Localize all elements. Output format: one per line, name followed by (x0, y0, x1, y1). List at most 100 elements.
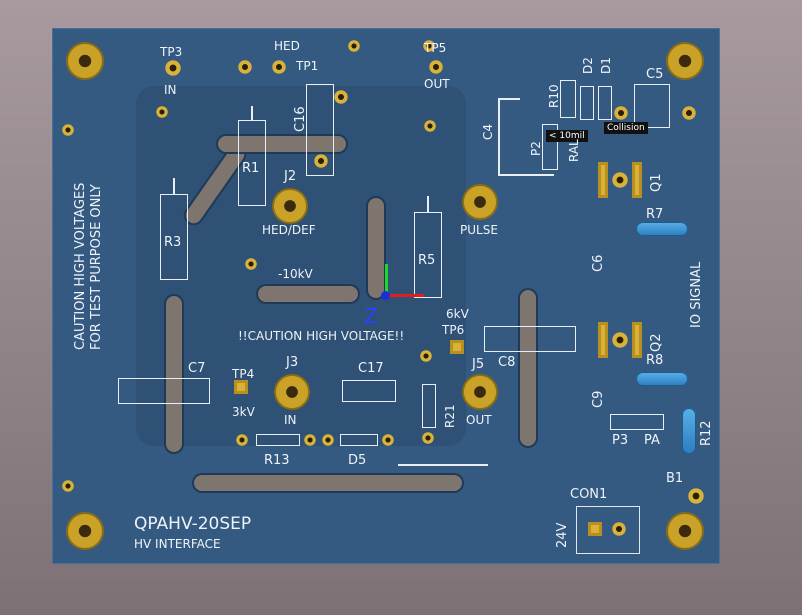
con1-outline[interactable] (576, 506, 640, 554)
pad-left-lower[interactable] (62, 480, 74, 492)
pad-tp5-lower[interactable] (424, 120, 436, 132)
pad-r1-bottom[interactable] (156, 106, 168, 118)
r1-outline[interactable] (238, 120, 266, 206)
r7-resistor[interactable] (636, 222, 688, 236)
pcb-board[interactable]: < 10mil Collision Z TP3 IN HED TP1 TP5 O… (52, 28, 720, 564)
q2-pad-left[interactable] (598, 322, 608, 358)
c8-outline[interactable] (484, 326, 576, 352)
pad-c16-bottom[interactable] (314, 154, 328, 168)
tp1-pad-b[interactable] (272, 60, 286, 74)
pa-label: PA (644, 433, 660, 448)
tp1-pad-a[interactable] (238, 60, 252, 74)
r8-label: R8 (646, 353, 664, 368)
b1-pad[interactable] (688, 488, 704, 504)
r13-outline[interactable] (256, 434, 300, 446)
slot-top-bar (218, 136, 346, 152)
silk-line-c4-a (498, 98, 520, 100)
drc-clearance-tag[interactable]: < 10mil (546, 130, 588, 142)
c16-label: C16 (293, 106, 308, 132)
q1-pad-right[interactable] (632, 162, 642, 198)
silk-line-r3 (173, 178, 175, 194)
warning-side-2: FOR TEST PURPOSE ONLY (89, 184, 104, 350)
pad-top-center[interactable] (348, 40, 360, 52)
tp5-pad[interactable] (429, 60, 443, 74)
j5-connector-pad[interactable] (462, 374, 498, 410)
tp6-top-label: 6kV (446, 307, 469, 321)
r1-label: R1 (242, 161, 260, 176)
c8-label: C8 (498, 355, 516, 370)
pad-left-upper[interactable] (62, 124, 74, 136)
axis-y-arrow (385, 264, 388, 296)
j3-connector-pad[interactable] (274, 374, 310, 410)
c5-label: C5 (646, 67, 664, 82)
c7-outline[interactable] (118, 378, 210, 404)
r3-outline[interactable] (160, 194, 188, 280)
pad-r21-bottom[interactable] (422, 432, 434, 444)
j4-connector-pad[interactable] (462, 184, 498, 220)
r21-outline[interactable] (422, 384, 436, 428)
d5-label: D5 (348, 453, 367, 468)
r12-label: R12 (699, 420, 714, 446)
d2-outline[interactable] (580, 86, 594, 120)
pad-c5-right[interactable] (682, 106, 696, 120)
con1-pin-2[interactable] (612, 522, 626, 536)
tp4-label: TP4 (232, 367, 255, 381)
drc-collision-tag[interactable]: Collision (604, 122, 648, 134)
p2-outline[interactable] (542, 124, 558, 170)
c7-label: C7 (188, 361, 206, 376)
silk-line-d5 (398, 464, 488, 466)
c5-outline[interactable] (634, 84, 670, 128)
warning-side-1: CAUTION HIGH VOLTAGES (73, 182, 88, 350)
board-name: QPAHV-20SEP (134, 514, 252, 534)
r10-outline[interactable] (560, 80, 576, 118)
r5-outline[interactable] (414, 212, 442, 298)
con1-pin-1[interactable] (588, 522, 602, 536)
q1-pad-left[interactable] (598, 162, 608, 198)
mounting-hole-top-left[interactable] (66, 42, 104, 80)
slot-right-diag (368, 198, 384, 298)
c16-outline[interactable] (306, 84, 334, 176)
r7-label: R7 (646, 207, 664, 222)
d1-outline[interactable] (598, 86, 612, 120)
pad-d5-left[interactable] (322, 434, 334, 446)
q2-pad-right[interactable] (632, 322, 642, 358)
r5-label: R5 (418, 253, 436, 268)
silk-line-c4-b (498, 98, 500, 174)
ral-label: RAL (567, 139, 581, 162)
d5-outline[interactable] (340, 434, 378, 446)
pad-j2-sub[interactable] (245, 258, 257, 270)
j2-connector-pad[interactable] (272, 188, 308, 224)
p3-pa-outline[interactable] (610, 414, 664, 430)
pad-r13-right[interactable] (304, 434, 316, 446)
tp4-pad[interactable] (234, 380, 248, 394)
q1-center[interactable] (612, 172, 628, 188)
r8-resistor[interactable] (636, 372, 688, 386)
pad-d5-right[interactable] (382, 434, 394, 446)
mounting-hole-bottom-right[interactable] (666, 512, 704, 550)
tp4-sub-label: 3kV (232, 405, 255, 419)
tp1-label: TP1 (296, 59, 319, 73)
c17-label: C17 (358, 361, 384, 376)
mounting-hole-top-right[interactable] (666, 42, 704, 80)
c17-outline[interactable] (342, 380, 396, 402)
pad-top-mid[interactable] (423, 40, 435, 52)
p3-label: P3 (612, 433, 629, 448)
tp6-pad[interactable] (450, 340, 464, 354)
pad-c16-top[interactable] (334, 90, 348, 104)
pad-tp6-upper[interactable] (420, 350, 432, 362)
board-subtitle: HV INTERFACE (134, 537, 221, 551)
b1-label: B1 (666, 471, 684, 486)
pad-c5-left[interactable] (614, 106, 628, 120)
pad-r13-left[interactable] (236, 434, 248, 446)
slot-bottom-horizontal (194, 475, 462, 491)
tp5-sub-label: OUT (424, 77, 450, 91)
q2-center[interactable] (612, 332, 628, 348)
silk-line-r5 (427, 196, 429, 212)
r12-resistor[interactable] (682, 408, 696, 454)
mounting-hole-bottom-left[interactable] (66, 512, 104, 550)
j2-label: J2 (284, 169, 297, 184)
con1-volt-label: 24V (555, 522, 570, 548)
tp3-pad[interactable] (165, 60, 181, 76)
warning-center: !!CAUTION HIGH VOLTAGE!! (238, 329, 405, 343)
